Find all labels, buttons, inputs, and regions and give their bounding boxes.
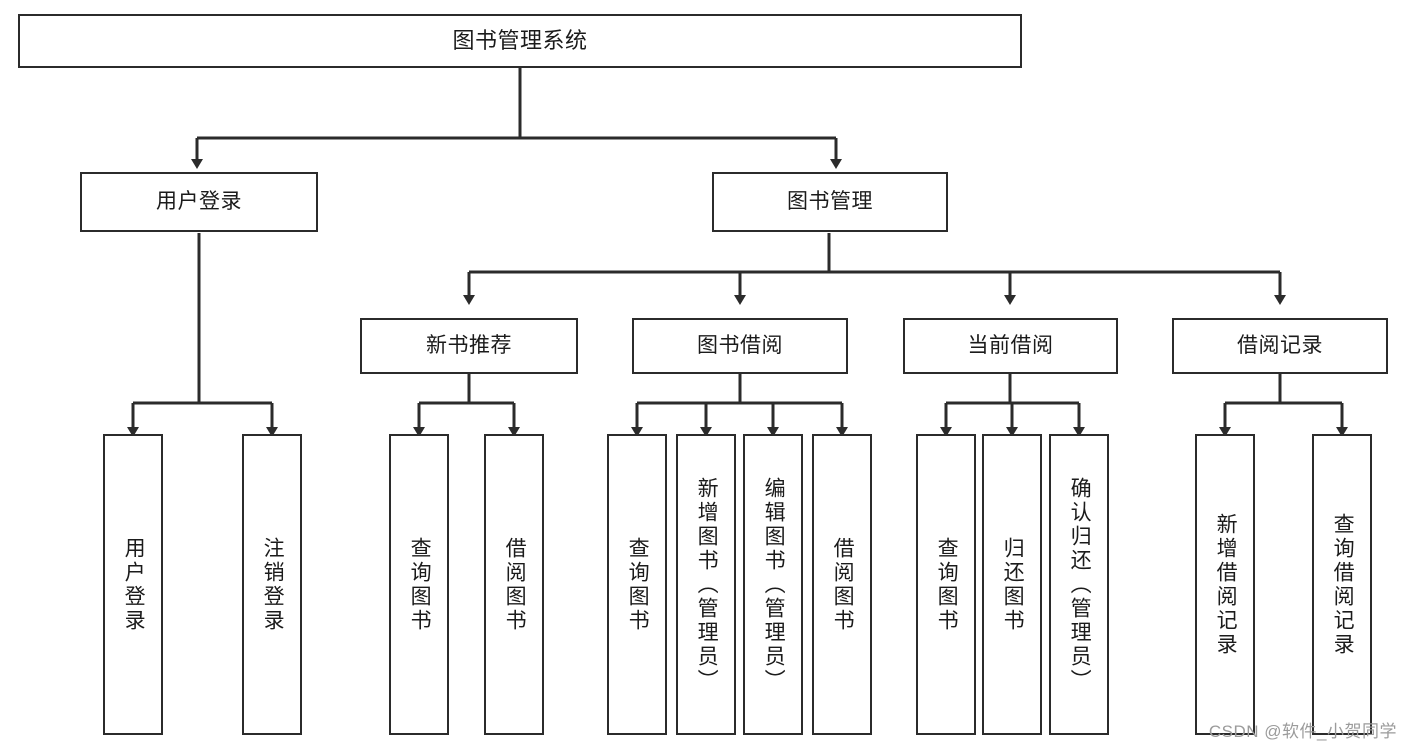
leaf-logout[interactable]: 注销登录 [242,434,302,735]
leaf-current-return-book[interactable]: 归还图书 [982,434,1042,735]
node-root-system[interactable]: 图书管理系统 [18,14,1022,68]
node-book-borrow[interactable]: 图书借阅 [632,318,848,374]
leaf-borrow-query-book[interactable]: 查询图书 [607,434,667,735]
leaf-newbook-query-book[interactable]: 查询图书 [389,434,449,735]
node-user-login[interactable]: 用户登录 [80,172,318,232]
leaf-user-login[interactable]: 用户登录 [103,434,163,735]
node-new-book-recommend[interactable]: 新书推荐 [360,318,578,374]
leaf-borrow-borrow-book[interactable]: 借阅图书 [812,434,872,735]
node-current-borrow[interactable]: 当前借阅 [903,318,1118,374]
node-borrow-record[interactable]: 借阅记录 [1172,318,1388,374]
leaf-current-confirm-return-admin[interactable]: 确认归还（管理员） [1049,434,1109,735]
leaf-newbook-borrow-book[interactable]: 借阅图书 [484,434,544,735]
leaf-borrow-edit-book-admin[interactable]: 编辑图书（管理员） [743,434,803,735]
leaf-record-query-record[interactable]: 查询借阅记录 [1312,434,1372,735]
node-book-management[interactable]: 图书管理 [712,172,948,232]
leaf-record-add-record[interactable]: 新增借阅记录 [1195,434,1255,735]
leaf-current-query-book[interactable]: 查询图书 [916,434,976,735]
csdn-watermark: CSDN @软件_小贺同学 [1208,722,1397,741]
leaf-borrow-add-book-admin[interactable]: 新增图书（管理员） [676,434,736,735]
